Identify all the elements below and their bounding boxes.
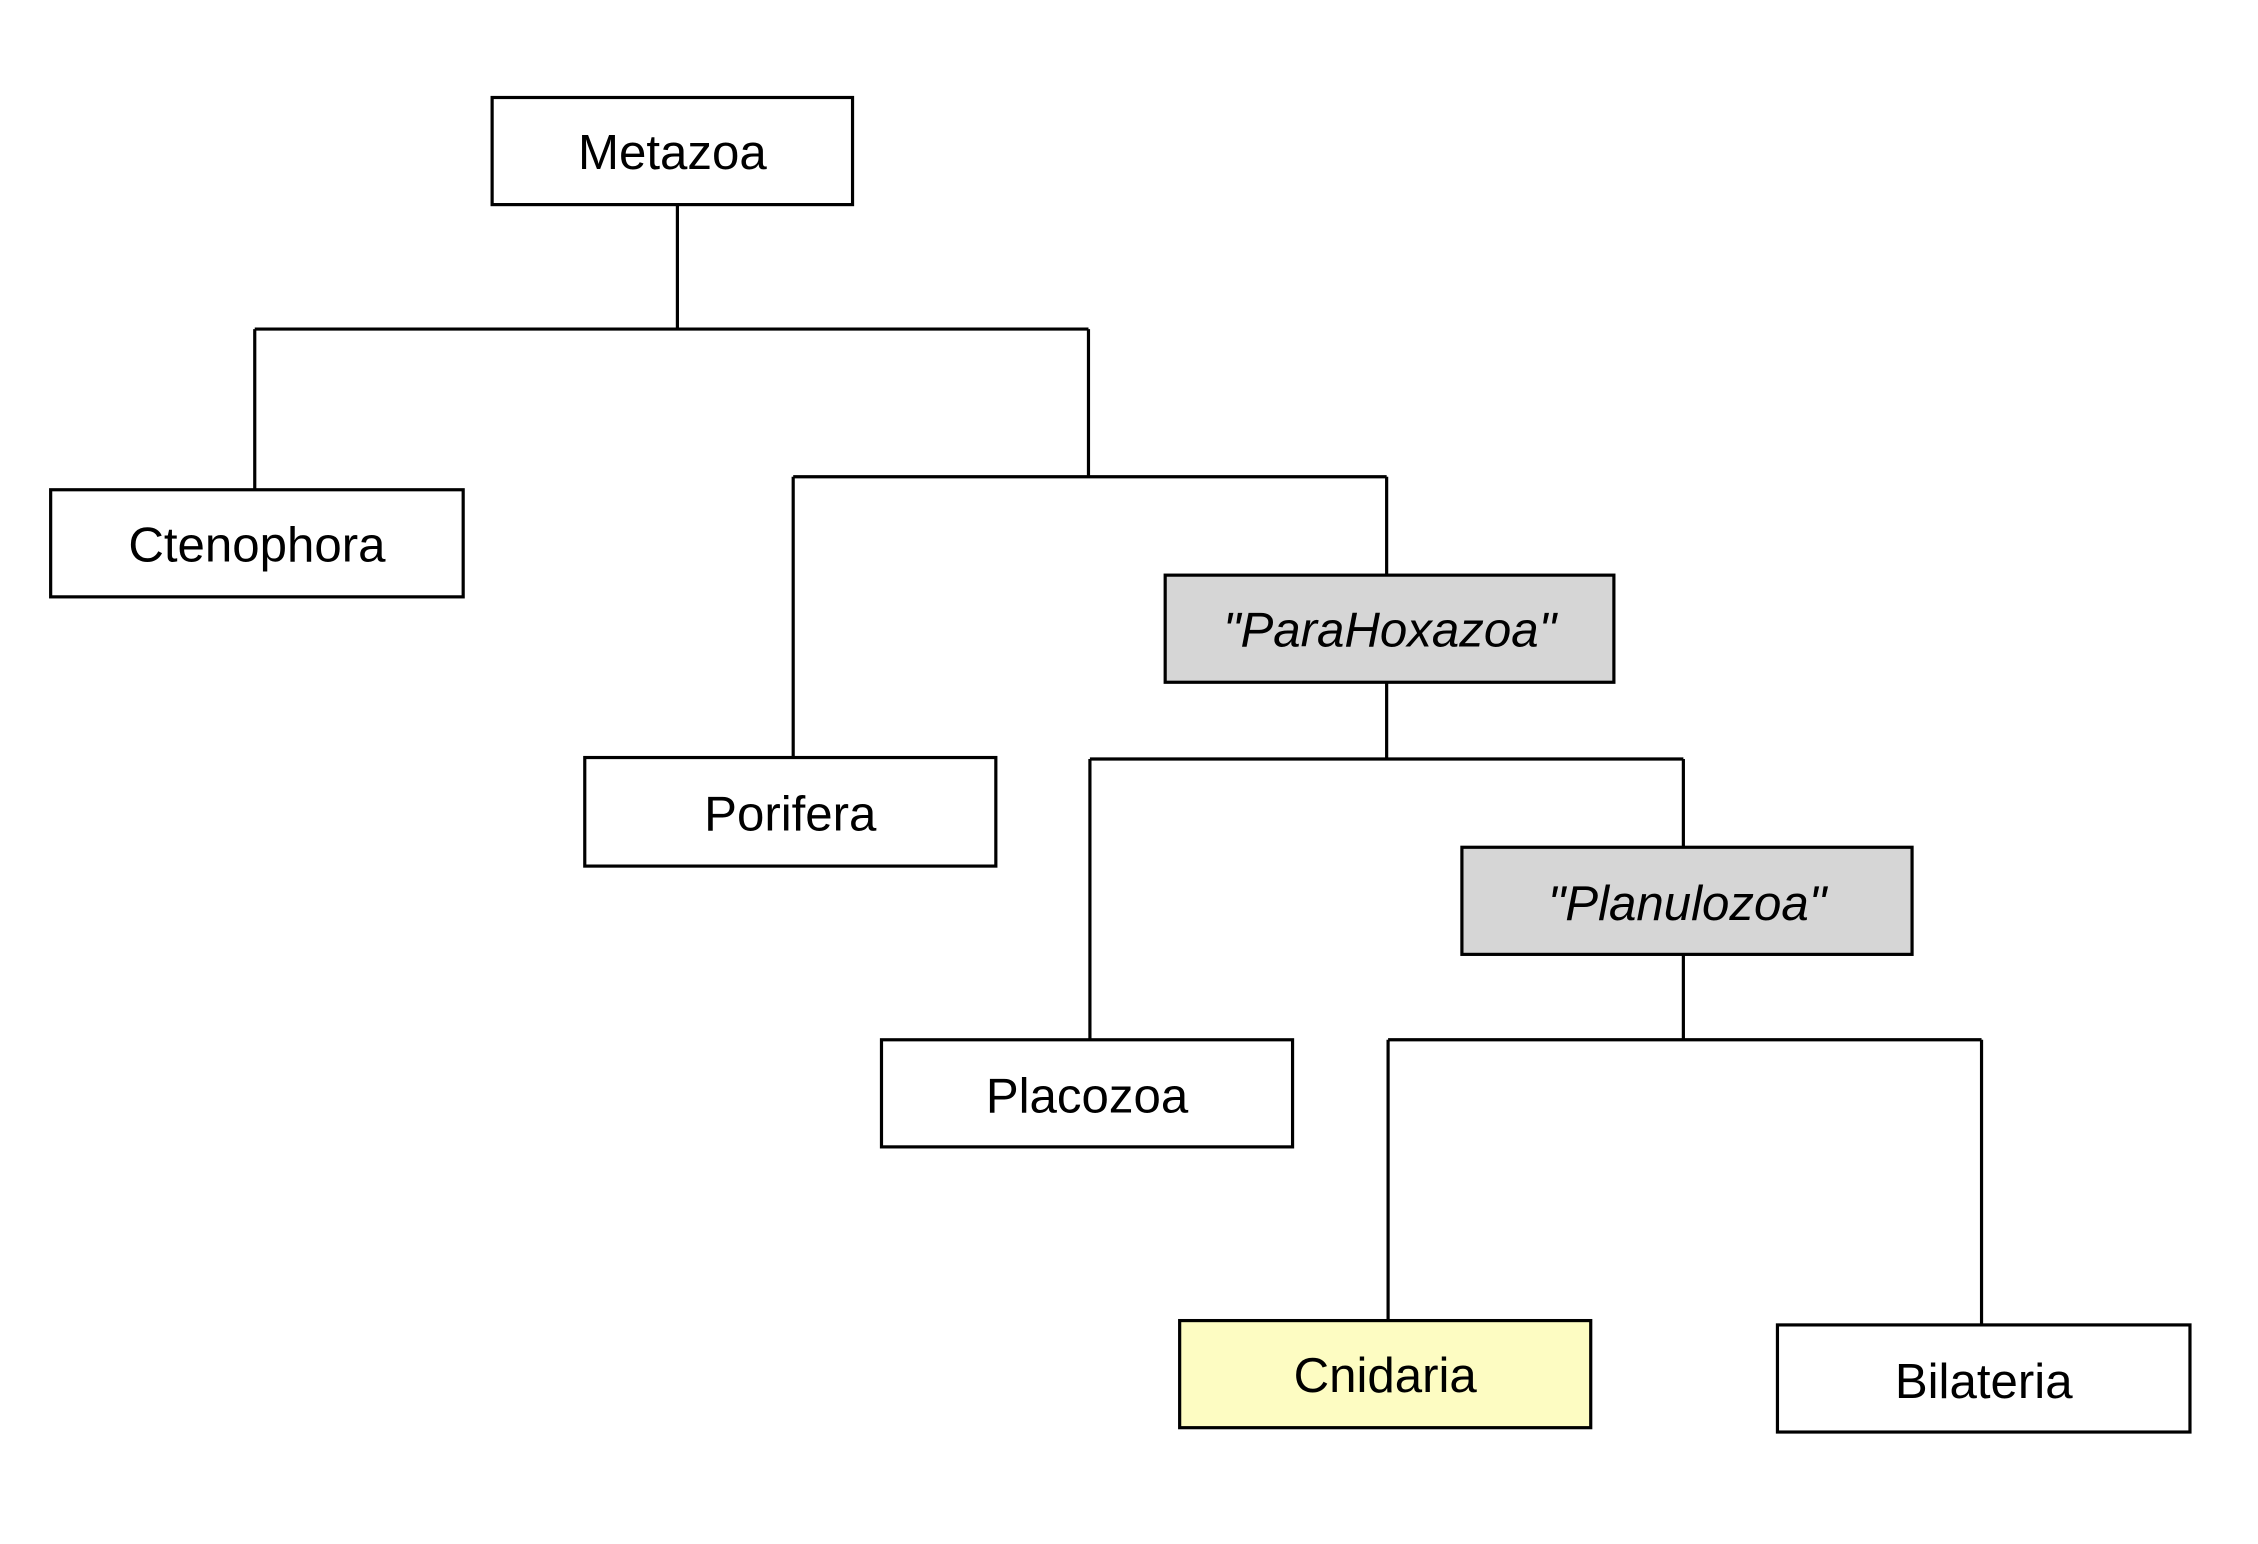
node-bilateria: Bilateria [1775,1323,2192,1434]
node-cnidaria: Cnidaria [1178,1318,1593,1430]
node-box [879,1038,1295,1149]
edge-sponge-split [793,329,1387,479]
node-label: Cnidaria [1294,1348,1478,1403]
node-box [583,755,998,868]
edge-parahoxazoa-split [1089,682,1684,761]
edge-planulozoa-split [1388,954,1982,1042]
node-box [1460,845,1914,956]
node-box [490,95,855,207]
node-label: Placozoa [986,1069,1189,1124]
node-box [1775,1323,2192,1434]
node-label: "ParaHoxazoa" [1223,603,1559,658]
node-planulozoa: "Planulozoa" [1460,845,1914,956]
node-box [1178,1318,1593,1430]
node-label: Bilateria [1895,1354,2073,1409]
node-box [1163,573,1616,684]
tree-edges [253,204,1984,1325]
node-box [49,488,465,599]
node-placozoa: Placozoa [879,1038,1295,1149]
edge-metazoa-split [254,204,1089,331]
node-label: "Planulozoa" [1548,876,1829,931]
node-parahoxazoa: "ParaHoxazoa" [1163,573,1616,684]
node-label: Porifera [704,786,877,841]
node-porifera: Porifera [583,755,998,868]
node-metazoa: Metazoa [490,95,855,207]
node-ctenophora: Ctenophora [49,488,465,599]
node-label: Ctenophora [128,517,386,572]
node-label: Metazoa [578,125,767,180]
